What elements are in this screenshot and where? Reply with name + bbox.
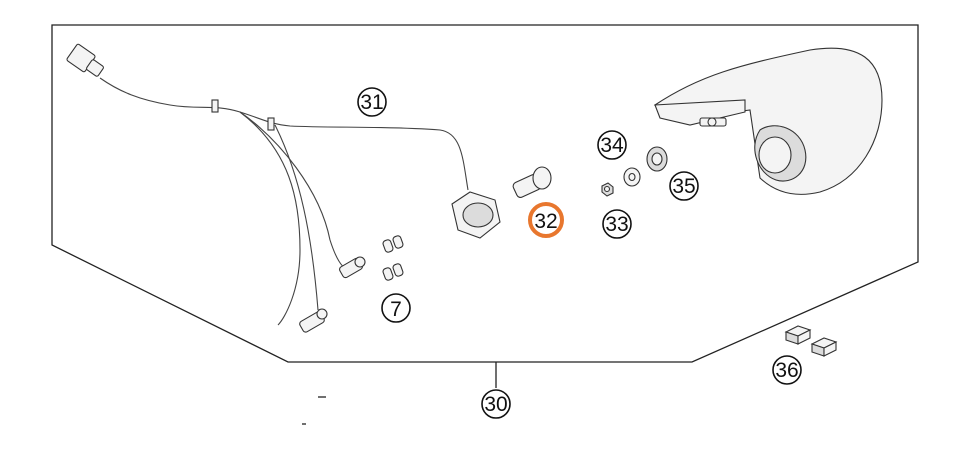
part-label-31-text: 31 bbox=[360, 91, 383, 114]
harness-clip bbox=[211, 99, 219, 113]
part-label-7[interactable]: 7 bbox=[381, 293, 411, 323]
part-label-32-text: 32 bbox=[534, 210, 557, 233]
harness-connector-boot bbox=[86, 59, 104, 77]
bulb-socket-2 bbox=[299, 308, 328, 333]
grommet bbox=[646, 146, 668, 172]
part-label-7-text: 7 bbox=[390, 298, 402, 321]
assembly-outline bbox=[51, 24, 919, 363]
part-label-36-text: 36 bbox=[775, 359, 798, 382]
tail-light-housing bbox=[653, 47, 883, 195]
harness-wire-main bbox=[99, 77, 469, 191]
harness-wire-branch-2 bbox=[239, 111, 301, 326]
washer bbox=[623, 167, 641, 187]
part-label-33-text: 33 bbox=[605, 213, 628, 236]
rubber-pads bbox=[784, 325, 838, 357]
harness-wire-branch-3 bbox=[274, 124, 319, 311]
part-label-36[interactable]: 36 bbox=[772, 355, 802, 385]
wiring-harness bbox=[66, 43, 501, 333]
part-label-30[interactable]: 30 bbox=[481, 389, 511, 419]
harness-clip-2 bbox=[267, 117, 275, 131]
part-label-33[interactable]: 33 bbox=[602, 209, 632, 239]
part-label-35-text: 35 bbox=[672, 175, 695, 198]
nut bbox=[601, 182, 614, 197]
main-bulb bbox=[512, 166, 552, 198]
bulb-socket-1 bbox=[339, 256, 366, 279]
harness-wire-branch-1 bbox=[239, 111, 351, 271]
part-label-35[interactable]: 35 bbox=[669, 171, 699, 201]
main-socket-face bbox=[462, 202, 494, 228]
part-label-32[interactable]: 32 bbox=[528, 202, 564, 238]
part-label-34[interactable]: 34 bbox=[597, 130, 627, 160]
part-label-31[interactable]: 31 bbox=[357, 87, 387, 117]
small-bulbs bbox=[382, 235, 404, 281]
part-label-34-text: 34 bbox=[600, 134, 624, 157]
part-label-30-text: 30 bbox=[484, 393, 507, 416]
